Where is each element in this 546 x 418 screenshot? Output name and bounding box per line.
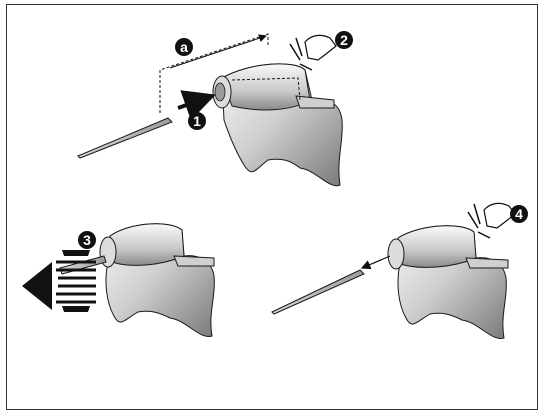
badge-1-label: 1 (193, 113, 201, 129)
eject-arrow (360, 255, 391, 270)
insert-arrow (177, 90, 216, 121)
handpiece-right (387, 225, 509, 339)
badge-2: 2 (335, 31, 353, 49)
badge-2-label: 2 (340, 32, 348, 48)
pull-out-arrows-icon (22, 250, 96, 312)
panel-remove-tip (22, 223, 215, 337)
file-tip-top (77, 117, 173, 159)
badge-a-label: a (180, 39, 188, 55)
path-arrow (169, 34, 267, 69)
badge-1: 1 (188, 112, 206, 130)
insertion-path (159, 33, 269, 113)
file-tip-right (271, 269, 365, 315)
handpiece-top (212, 63, 343, 187)
handpiece-left (59, 223, 215, 337)
badge-3: 3 (78, 231, 96, 249)
badge-a: a (175, 38, 193, 56)
badge-4: 4 (510, 205, 528, 223)
panel-insert-tip (77, 33, 343, 187)
press-hand-icon (289, 34, 337, 71)
panel-eject-tip (271, 202, 516, 339)
press-hand-icon-2 (467, 202, 516, 239)
badge-4-label: 4 (515, 206, 523, 222)
badge-3-label: 3 (83, 232, 91, 248)
